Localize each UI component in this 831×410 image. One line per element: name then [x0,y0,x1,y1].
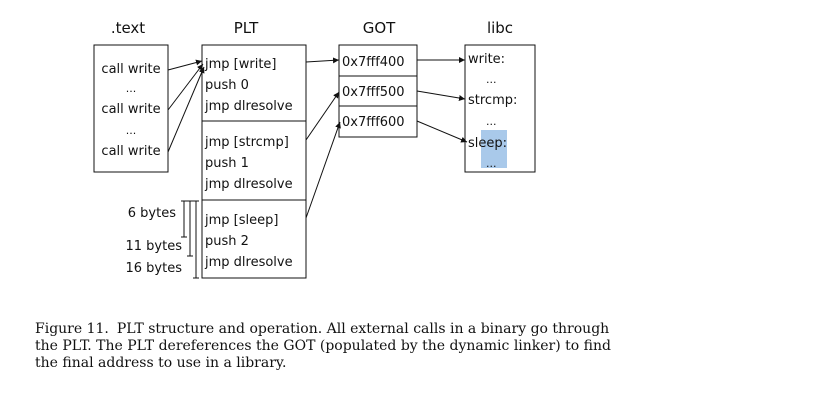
plt-strcmp-push: push 1 [205,156,249,171]
size-label-11-bytes: 11 bytes [126,239,183,254]
arrow-plt-sleep-to-got [305,121,341,219]
libc-column-header: libc [487,19,513,37]
figure-caption-text: PLT structure and operation. All externa… [35,321,611,371]
text-section-box [93,44,169,173]
figure-caption-label: Figure 11. [35,321,109,337]
arrow-got-strcmp-to-libc [416,90,466,101]
got-entry-write: 0x7fff400 [342,55,405,70]
text-ellipsis-1: ... [126,82,137,95]
libc-write-symbol: write: [468,52,505,67]
libc-sleep-symbol: sleep: [468,136,507,151]
arrow-call-2-to-plt [167,63,204,111]
text-call-write-2: call write [101,102,160,117]
got-entry-sleep: 0x7fff600 [342,115,405,130]
text-column-header: .text [111,19,145,37]
arrow-call-3-to-plt [167,66,205,153]
plt-column-header: PLT [234,19,259,37]
got-box [338,44,418,138]
arrow-plt-strcmp-to-got [305,91,340,141]
plt-write-push: push 0 [205,78,249,93]
plt-strcmp-jmp: jmp [strcmp] [204,135,289,150]
plt-box [201,44,307,279]
libc-ellipsis-3: ... [486,157,497,170]
size-label-6-bytes: 6 bytes [128,206,176,221]
plt-sleep-push: push 2 [205,234,249,249]
size-label-16-bytes: 16 bytes [126,261,183,276]
plt-write-jmp: jmp [write] [204,57,277,72]
libc-strcmp-symbol: strcmp: [468,93,517,108]
arrow-got-sleep-to-libc [416,120,468,143]
arrow-call-1-to-plt [167,59,203,71]
libc-ellipsis-2: ... [486,115,497,128]
arrow-plt-write-to-got [305,57,340,64]
libc-sleep-highlight [481,130,507,168]
figure-caption: Figure 11.PLT structure and operation. A… [35,321,625,372]
plt-strcmp-resolve: jmp dlresolve [204,177,293,192]
libc-ellipsis-1: ... [486,73,497,86]
plt-sleep-resolve: jmp dlresolve [204,255,293,270]
plt-got-diagram: .text PLT GOT libc call write ... call w… [93,19,536,279]
plt-sleep-jmp: jmp [sleep] [204,213,278,228]
got-column-header: GOT [363,19,396,37]
text-call-write-3: call write [101,144,160,159]
got-entry-strcmp: 0x7fff500 [342,85,405,100]
plt-write-resolve: jmp dlresolve [204,99,293,114]
text-ellipsis-2: ... [126,124,137,137]
text-call-write-1: call write [101,62,160,77]
